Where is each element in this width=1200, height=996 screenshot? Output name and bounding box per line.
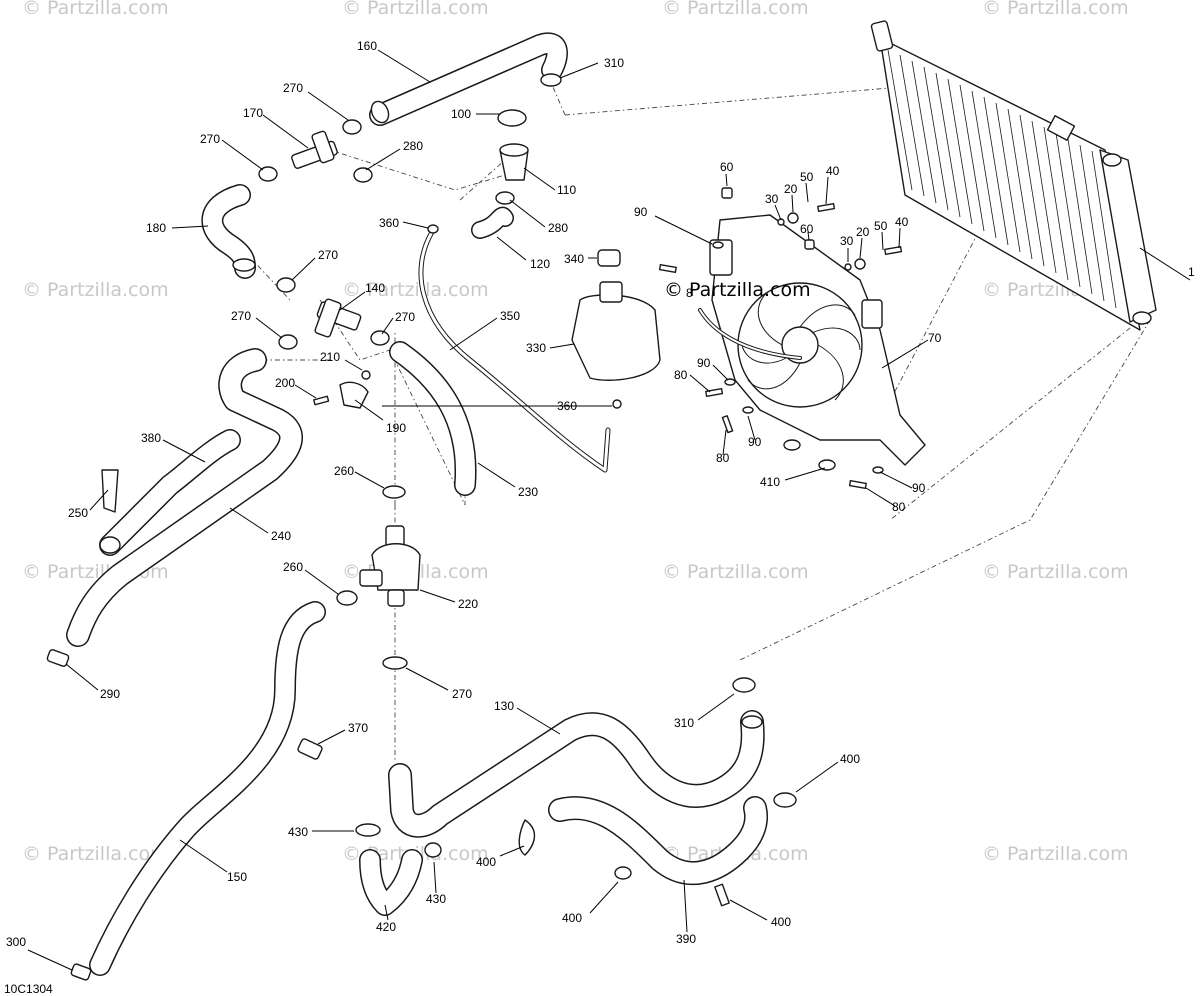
watermark: © Partzilla.com: [342, 279, 489, 301]
label-80: 80: [716, 451, 730, 465]
label-180: 180: [146, 221, 166, 235]
coolant-reservoir: [571, 249, 661, 381]
watermark: © Partzilla.com: [342, 0, 489, 19]
label-60: 60: [720, 160, 734, 174]
label-220: 220: [458, 597, 478, 611]
long-hoses-left: [66, 348, 326, 976]
label-270: 270: [200, 132, 220, 146]
label-20: 20: [856, 225, 870, 239]
watermark: © Partzilla.com: [662, 0, 809, 19]
label-400: 400: [771, 915, 791, 929]
label-80: 80: [892, 500, 906, 514]
label-90: 90: [634, 205, 648, 219]
label-60: 60: [800, 222, 814, 236]
label-160: 160: [357, 39, 377, 53]
label-1: 1: [1188, 265, 1195, 279]
label-430: 430: [426, 892, 446, 906]
label-310: 310: [604, 56, 624, 70]
fittings: [291, 109, 529, 338]
label-360: 360: [379, 216, 399, 230]
label-30: 30: [840, 234, 854, 248]
label-270: 270: [452, 687, 472, 701]
label-430: 430: [288, 825, 308, 839]
label-100: 100: [451, 107, 471, 121]
label-330: 330: [526, 341, 546, 355]
label-260: 260: [334, 464, 354, 478]
lower-hoses: [359, 710, 769, 916]
thermostat-housing: [359, 525, 421, 607]
label-150: 150: [227, 870, 247, 884]
label-340: 340: [564, 252, 584, 266]
label-300: 300: [6, 935, 26, 949]
label-110: 110: [557, 183, 576, 197]
label-230: 230: [518, 485, 538, 499]
label-400: 400: [562, 911, 582, 925]
label-40: 40: [826, 164, 840, 178]
watermark: © Partzilla.com: [982, 843, 1129, 865]
label-390: 390: [676, 932, 696, 946]
label-420: 420: [376, 920, 396, 934]
label-20: 20: [784, 182, 798, 196]
label-90: 90: [748, 435, 762, 449]
leader-lines: [27, 49, 1191, 971]
fan-shroud-assembly: [698, 214, 926, 466]
label-270: 270: [231, 309, 251, 323]
label-170: 170: [243, 106, 263, 120]
label-350: 350: [500, 309, 520, 323]
label-120: 120: [530, 257, 550, 271]
label-380: 380: [141, 431, 161, 445]
watermark: © Partzilla.com: [22, 0, 169, 19]
label-70: 70: [928, 331, 942, 345]
radiator: [870, 20, 1157, 331]
label-130: 130: [494, 699, 514, 713]
label-280: 280: [548, 221, 568, 235]
watermark-center: © Partzilla.com: [664, 279, 811, 301]
label-90: 90: [912, 481, 926, 495]
label-310: 310: [674, 716, 694, 730]
label-370: 370: [348, 721, 368, 735]
label-260: 260: [283, 560, 303, 574]
label-400: 400: [476, 855, 496, 869]
label-140: 140: [365, 281, 385, 295]
watermark: © Partzilla.com: [22, 279, 169, 301]
label-410: 410: [760, 475, 780, 489]
label-270: 270: [318, 248, 338, 262]
diagram-code: 10C1304: [4, 982, 53, 996]
label-90: 90: [697, 356, 711, 370]
label-290: 290: [100, 687, 120, 701]
watermark: © Partzilla.com: [662, 561, 809, 583]
label-270: 270: [283, 81, 303, 95]
watermark: © Partzilla.com: [982, 0, 1129, 19]
label-280: 280: [403, 139, 423, 153]
part-labels: 1 160 310 270 170 100 270 280 110 280 36…: [6, 39, 1195, 949]
label-40: 40: [895, 215, 909, 229]
label-190: 190: [386, 421, 406, 435]
hose-clamps: [46, 73, 797, 981]
label-240: 240: [271, 529, 291, 543]
watermark: © Partzilla.com: [982, 561, 1129, 583]
upper-hoses: [201, 32, 611, 496]
label-210: 210: [320, 350, 340, 364]
label-8: 8: [686, 286, 693, 300]
fasteners-right: [658, 187, 903, 490]
label-360: 360: [557, 399, 577, 413]
label-400: 400: [840, 752, 860, 766]
watermark: © Partzilla.com: [22, 843, 169, 865]
label-270: 270: [395, 310, 415, 324]
label-50: 50: [800, 170, 814, 184]
label-200: 200: [275, 376, 295, 390]
label-50: 50: [874, 219, 888, 233]
label-80: 80: [674, 368, 688, 382]
label-250: 250: [68, 506, 88, 520]
label-30: 30: [765, 192, 779, 206]
